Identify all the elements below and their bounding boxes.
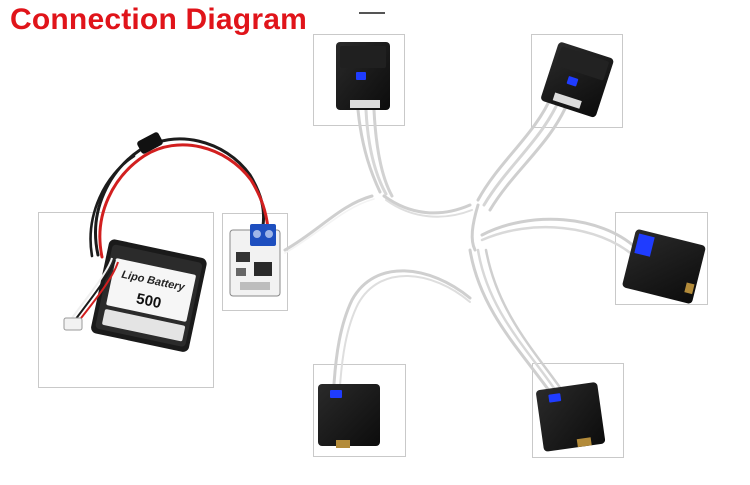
signal-wires [283,93,638,398]
servo-right-middle [622,229,706,304]
wire-board-to-hub [283,194,374,252]
controller-board [229,224,281,297]
battery-power-cable [89,132,270,259]
lipo-battery: Lipo Battery 500 [63,239,207,352]
wire-right-middle-servo [480,217,638,250]
page-title: Connection Diagram [10,3,307,36]
wire-hub-to-right-hub [382,194,472,215]
wire-bottom-right-servo [468,248,552,394]
servo-top-right [541,42,614,118]
battery-capacity-label: 500 [135,290,163,312]
wire-top-center-servo [356,108,382,194]
servo-bottom-right [536,382,606,452]
servo-top-center [336,42,390,110]
wire-top-right-servo [476,93,554,202]
title-underline [359,12,385,14]
wire-bottom-left-servo [332,269,472,386]
servo-bottom-left [318,384,380,448]
